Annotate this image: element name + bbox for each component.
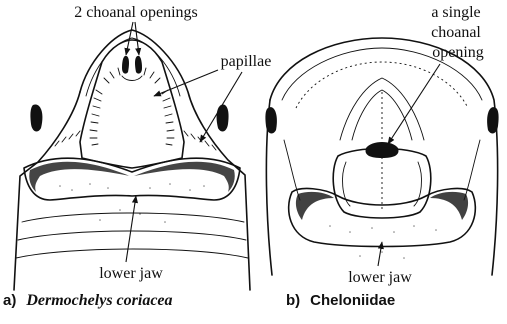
panel-a-choanal-opening-left bbox=[122, 56, 129, 74]
panel-a-label-choanal-openings: 2 choanal openings bbox=[74, 4, 198, 21]
panel-a-label-lower-jaw: lower jaw bbox=[99, 265, 163, 282]
panel-b-choanal-arrow bbox=[388, 64, 440, 144]
panel-b-lower-jaw-arrow bbox=[378, 242, 382, 266]
panel-b-label-lower-jaw: lower jaw bbox=[348, 269, 412, 286]
panel-a-left-eye bbox=[30, 104, 42, 131]
panel-b-right-eye bbox=[487, 107, 498, 133]
panel-b-left-eye bbox=[265, 107, 276, 133]
panel-a-caption: a) Dermochelys coriacea bbox=[3, 292, 173, 309]
panel-b-drawing bbox=[265, 38, 498, 275]
panel-a-right-eye bbox=[217, 104, 229, 131]
panel-b-label-choanal-opening: a single choanal opening bbox=[431, 4, 485, 61]
panel-a-lower-jaw-arrow bbox=[126, 196, 136, 262]
panel-a-drawing bbox=[14, 30, 250, 290]
panel-a-choanal-opening-right bbox=[135, 56, 142, 74]
panel-a-label-papillae: papillae bbox=[221, 53, 272, 70]
panel-b-caption: b) Cheloniidae bbox=[286, 292, 395, 309]
panel-b-choanal-opening bbox=[366, 142, 399, 158]
